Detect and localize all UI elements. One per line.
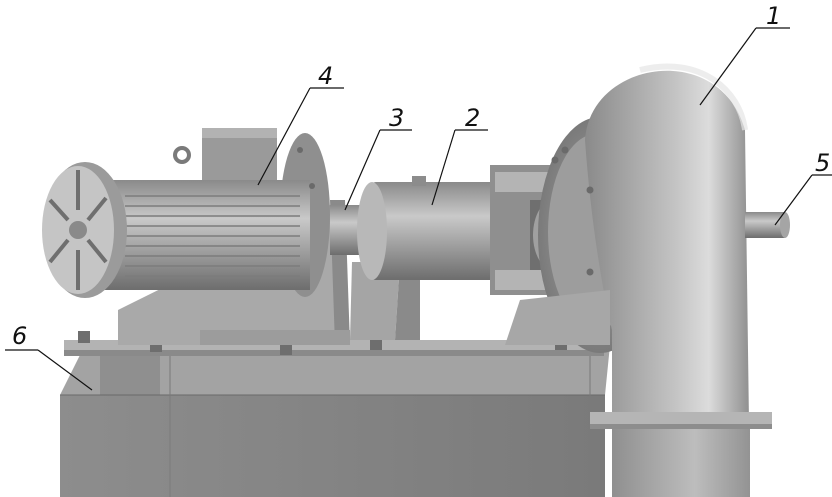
callout-label-5: 5 [815, 149, 830, 177]
callout-1: 1 [699, 2, 790, 106]
callout-label-1: 1 [766, 2, 781, 30]
callout-label-4: 4 [318, 62, 333, 90]
callout-5: 5 [774, 149, 832, 226]
fan-cover-slots [48, 170, 108, 290]
callout-6: 6 [5, 322, 93, 391]
shaft-end [745, 212, 790, 238]
base-frame [60, 331, 610, 497]
callout-2: 2 [431, 104, 488, 206]
callout-label-6: 6 [12, 322, 27, 350]
motor-fins [125, 195, 300, 277]
pump-casing [505, 63, 772, 497]
callout-label-2: 2 [465, 104, 480, 132]
callout-4: 4 [257, 62, 344, 186]
electric-motor [42, 128, 330, 298]
callout-3: 3 [344, 104, 412, 211]
callout-label-3: 3 [389, 104, 404, 132]
